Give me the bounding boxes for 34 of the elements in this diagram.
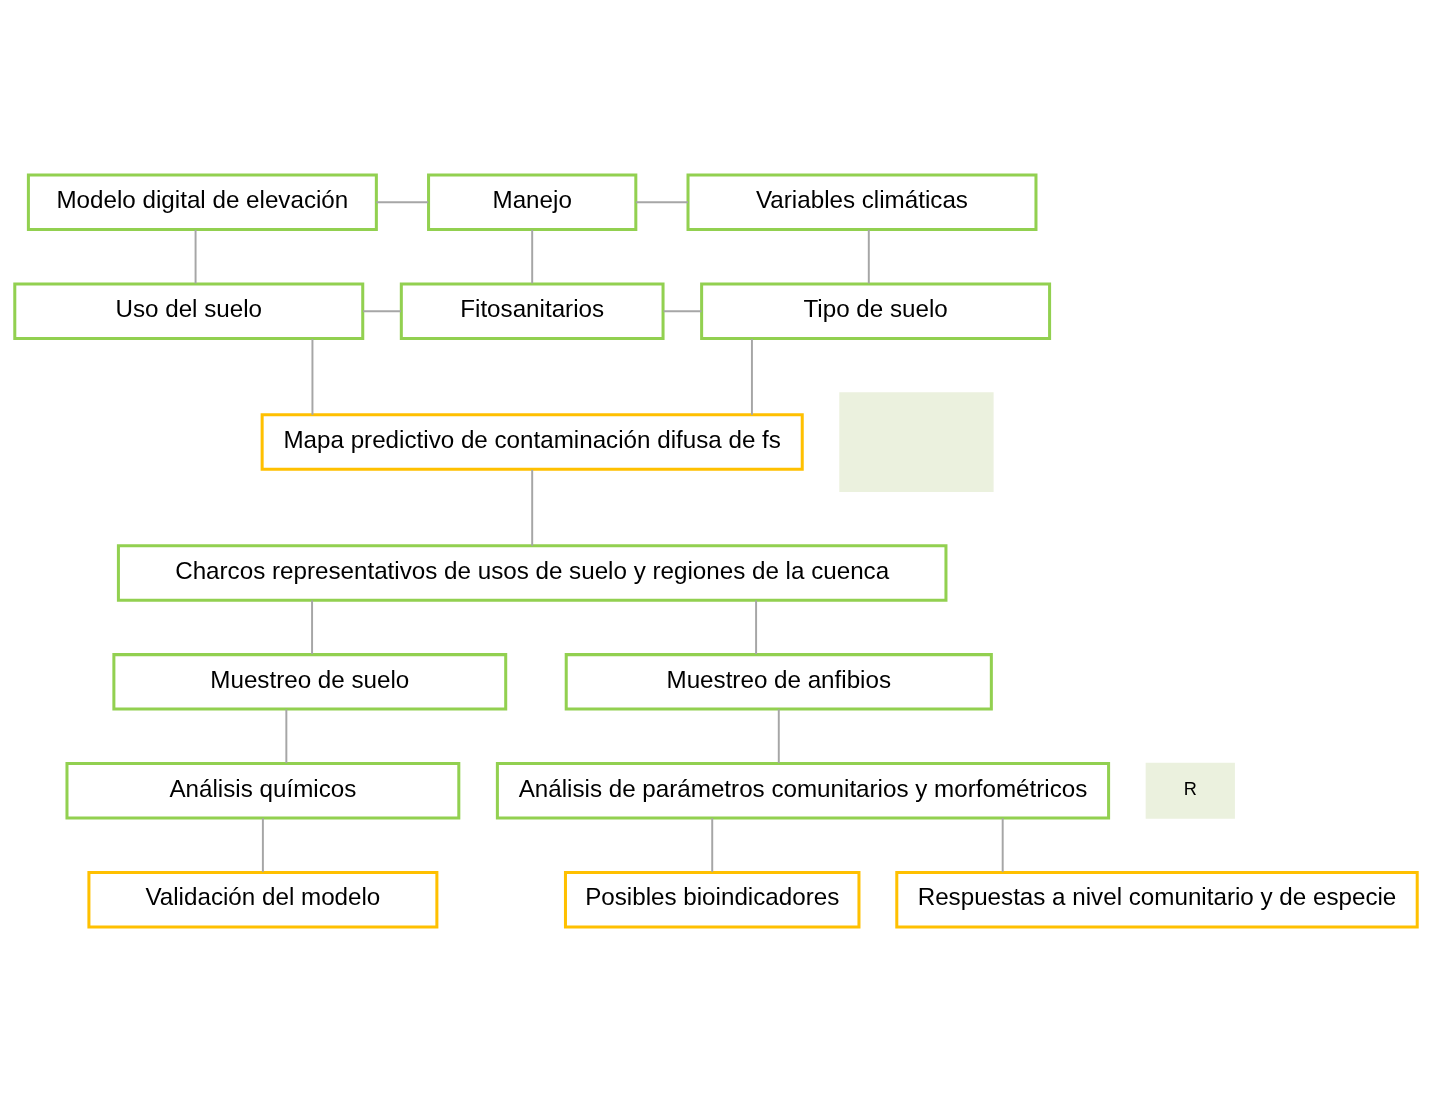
connector xyxy=(867,228,870,285)
connector xyxy=(261,817,264,873)
node-box: Análisis químicos xyxy=(65,762,461,820)
node-box: Tipo de suelo xyxy=(700,282,1052,340)
connector xyxy=(531,468,534,547)
connector xyxy=(662,310,703,313)
node-box: Uso del suelo xyxy=(13,282,365,340)
node-box: Modelo digital de elevación xyxy=(26,173,378,232)
node-box xyxy=(839,392,994,492)
connector xyxy=(362,310,402,313)
node-box: Mapa predictivo de contaminación difusa de fs xyxy=(260,413,804,471)
node-box: Charcos representativos de usos de suelo y regiones de la cuenca xyxy=(116,544,948,602)
connector xyxy=(755,599,758,655)
connector xyxy=(1001,817,1004,873)
connector xyxy=(777,708,780,764)
node-box: Fitosanitarios xyxy=(399,282,665,340)
node-box: Validación del modelo xyxy=(87,870,439,929)
node-box: Variables climáticas xyxy=(686,173,1038,232)
connector xyxy=(531,228,534,285)
node-box: Muestreo de suelo xyxy=(112,653,508,711)
connector xyxy=(285,708,288,764)
connector xyxy=(311,599,314,655)
connector xyxy=(635,201,689,204)
node-box: R xyxy=(1145,762,1235,819)
node-box: Posibles bioindicadores xyxy=(563,870,861,929)
node-box: Respuestas a nivel comunitario y de especie xyxy=(895,870,1419,929)
connector xyxy=(311,337,314,416)
connector xyxy=(750,337,753,416)
node-box: Análisis de parámetros comunitarios y morfométricos xyxy=(495,762,1111,820)
connector xyxy=(375,201,430,204)
connector xyxy=(711,817,714,873)
node-box: Manejo xyxy=(427,173,638,232)
connector xyxy=(194,228,197,285)
node-box: Muestreo de anfibios xyxy=(564,653,993,711)
